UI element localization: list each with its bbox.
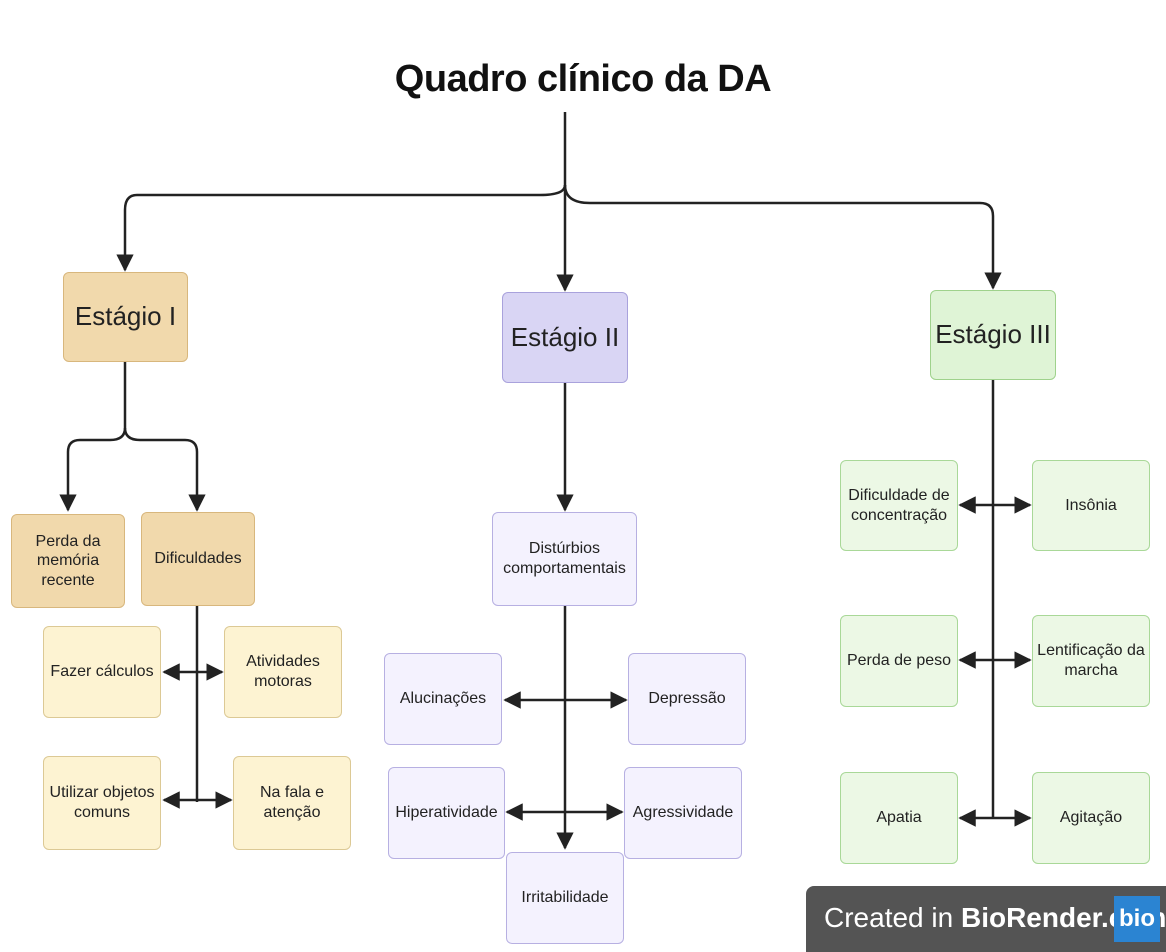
biorender-logo-icon: bio bbox=[1114, 896, 1160, 942]
atividades-motoras-box: Atividades motoras bbox=[224, 626, 342, 718]
depressao-box: Depressão bbox=[628, 653, 746, 745]
connector-stage3 bbox=[563, 184, 1002, 290]
dificuldade-concentracao-box: Dificuldade de concentração bbox=[840, 460, 958, 551]
stage-2-box: Estágio II bbox=[502, 292, 628, 383]
connector-stage1 bbox=[116, 184, 567, 272]
irritabilidade-box: Irritabilidade bbox=[506, 852, 624, 944]
disturbios-comportamentais-box: Distúrbios comportamentais bbox=[492, 512, 637, 606]
stage-3-box: Estágio III bbox=[930, 290, 1056, 380]
hiperatividade-box: Hiperatividade bbox=[388, 767, 505, 859]
stage-1-box: Estágio I bbox=[63, 272, 188, 362]
biorender-credit-badge: Created in BioRender.com bbox=[806, 886, 1166, 952]
na-fala-atencao-box: Na fala e atenção bbox=[233, 756, 351, 850]
credit-prefix: Created in bbox=[824, 902, 961, 933]
diagram-title: Quadro clínico da DA bbox=[394, 58, 772, 100]
perda-peso-box: Perda de peso bbox=[840, 615, 958, 707]
agitacao-box: Agitação bbox=[1032, 772, 1150, 864]
utilizar-objetos-box: Utilizar objetos comuns bbox=[43, 756, 161, 850]
lentificacao-marcha-box: Lentificação da marcha bbox=[1032, 615, 1150, 707]
connector-dificuldades bbox=[123, 427, 206, 512]
apatia-box: Apatia bbox=[840, 772, 958, 864]
fazer-calculos-box: Fazer cálculos bbox=[43, 626, 161, 718]
connector-perda-memoria bbox=[59, 427, 127, 512]
dificuldades-box: Dificuldades bbox=[141, 512, 255, 606]
agressividade-box: Agressividade bbox=[624, 767, 742, 859]
perda-memoria-box: Perda da memória recente bbox=[11, 514, 125, 608]
insonia-box: Insônia bbox=[1032, 460, 1150, 551]
alucinacoes-box: Alucinações bbox=[384, 653, 502, 745]
